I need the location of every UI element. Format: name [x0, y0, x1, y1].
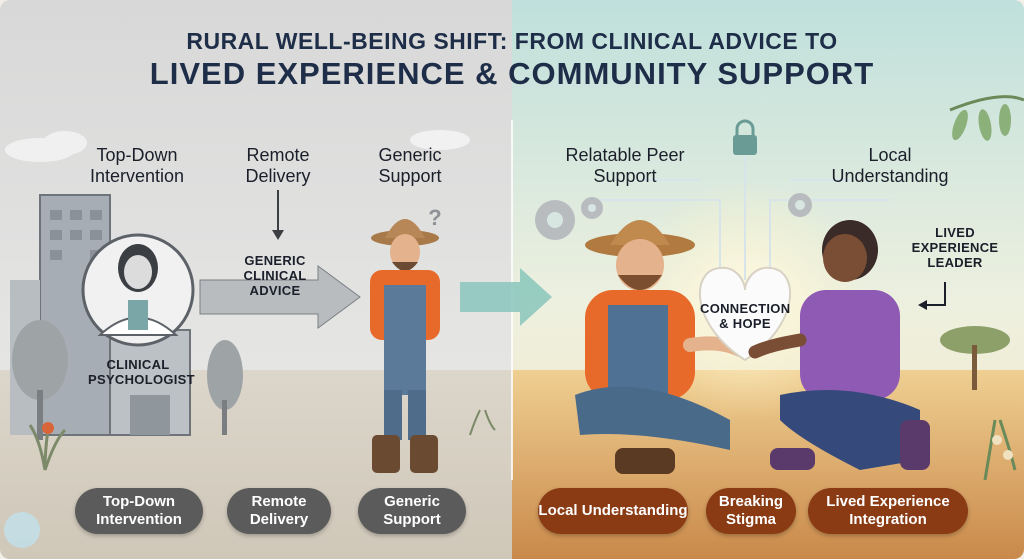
farmer-sitting [575, 220, 747, 474]
label-local-understanding: Local Understanding [831, 145, 949, 186]
network-lines [600, 150, 890, 280]
label-lived-experience-leader: LIVED EXPERIENCE LEADER [911, 225, 999, 270]
farmer-standing [370, 219, 440, 473]
pill-lived-experience: Lived Experience Integration [808, 488, 968, 534]
pill-breaking-stigma: Breaking Stigma [706, 488, 796, 534]
arrow-down-icon [272, 190, 284, 240]
cloud-icon [5, 130, 470, 162]
tree-icon [940, 326, 1010, 390]
question-mark: ? [428, 205, 442, 230]
label-generic: Generic Support [378, 145, 442, 186]
tree-icon [12, 320, 243, 440]
title-line-1: RURAL WELL-BEING SHIFT: FROM CLINICAL AD… [186, 28, 838, 54]
pill-top-down: Top-Down Intervention [75, 488, 203, 534]
label-top-down: Top-Down Intervention [89, 145, 185, 186]
heart-icon [699, 266, 791, 362]
arrow-down-icon [918, 282, 946, 310]
plant-icon [949, 95, 1024, 141]
watermark-icon [4, 512, 40, 548]
pill-local-understanding: Local Understanding [538, 488, 688, 534]
pill-generic-support: Generic Support [358, 488, 466, 534]
label-peer-support: Relatable Peer Support [565, 145, 685, 186]
label-remote: Remote Delivery [245, 145, 311, 186]
lock-icon [733, 119, 757, 155]
heart-label: CONNECTION & HOPE [700, 301, 791, 331]
arrow-right-icon [460, 268, 552, 326]
advice-arrow-label: GENERIC CLINICAL ADVICE [243, 253, 307, 298]
psychologist-avatar [81, 233, 195, 347]
woman-sitting [748, 220, 930, 470]
gear-icon [535, 193, 812, 240]
plant-icon [28, 409, 1017, 481]
psychologist-label: CLINICAL PSYCHOLOGIST [88, 357, 195, 387]
title-line-2: LIVED EXPERIENCE & COMMUNITY SUPPORT [149, 56, 875, 91]
pill-remote-delivery: Remote Delivery [227, 488, 331, 534]
arrow-right-icon [199, 265, 361, 329]
